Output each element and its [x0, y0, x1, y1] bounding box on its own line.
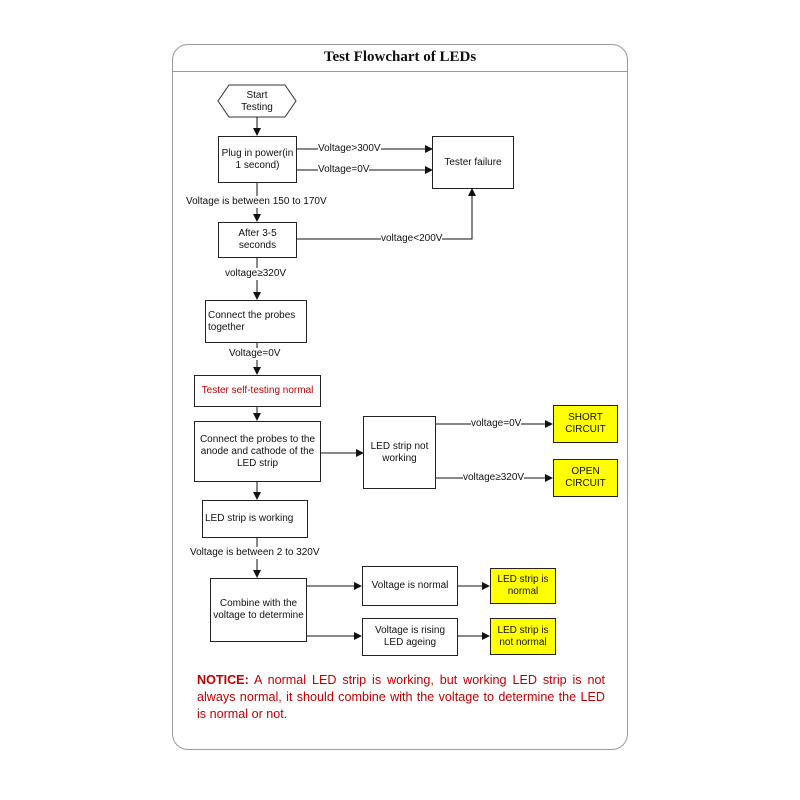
edge-label-gt300: Voltage>300V [318, 143, 381, 155]
title-bar: Test Flowchart of LEDs [172, 44, 628, 72]
edge-label-between2: Voltage is between 2 to 320V [190, 547, 320, 559]
working-node: LED strip is working [202, 500, 308, 538]
start-shape [217, 84, 297, 118]
tester-failure-label: Tester failure [444, 156, 502, 168]
notice-label: NOTICE: [197, 673, 249, 687]
notice-text: NOTICE: A normal LED strip is working, b… [197, 672, 605, 723]
edge-label-between150: Voltage is between 150 to 170V [186, 196, 327, 208]
edge-label-eq0-mid: Voltage=0V [229, 348, 281, 360]
led-normal-node: LED strip is normal [490, 568, 556, 604]
start-label: Start Testing [241, 89, 273, 113]
tester-failure-node: Tester failure [432, 136, 514, 189]
self-test-label: Tester self-testing normal [201, 385, 314, 396]
led-not-normal-node: LED strip is not normal [490, 618, 556, 655]
not-working-node: LED strip not working [363, 416, 436, 489]
self-test-node: Tester self-testing normal [194, 375, 321, 407]
working-label: LED strip is working [205, 513, 294, 524]
voltage-normal-label: Voltage is normal [371, 580, 449, 591]
not-working-label: LED strip not working [370, 440, 429, 464]
notice-body: A normal LED strip is working, but worki… [197, 673, 606, 721]
led-normal-label: LED strip is normal [497, 574, 549, 597]
short-circuit-node: SHORT CIRCUIT [553, 405, 618, 443]
page-title: Test Flowchart of LEDs [323, 49, 477, 65]
led-not-normal-label: LED strip is not normal [497, 624, 549, 648]
after-label: After 3-5 seconds [238, 228, 277, 251]
open-circuit-label: OPEN CIRCUIT [565, 466, 606, 489]
edge-label-ge320-top: voltage≥320V [225, 268, 287, 280]
edge-label-eq0-right: voltage=0V [471, 418, 522, 430]
connect-anode-label: Connect the probes to the anode and cath… [199, 433, 316, 469]
voltage-normal-node: Voltage is normal [362, 566, 458, 606]
combine-node: Combine with the voltage to determine [210, 578, 307, 642]
plug-in-label: Plug in power(in 1 second) [221, 147, 294, 171]
after-node: After 3-5 seconds [218, 222, 297, 258]
open-circuit-node: OPEN CIRCUIT [553, 459, 618, 497]
edge-label-ge320-right: voltage≥320V [463, 472, 525, 484]
start-node: Start Testing [228, 88, 286, 115]
edge-label-lt200: voltage<200V [381, 233, 443, 245]
connect-anode-node: Connect the probes to the anode and cath… [194, 421, 321, 482]
plug-in-node: Plug in power(in 1 second) [218, 136, 297, 183]
connect-together-node: Connect the probes together [205, 300, 307, 343]
voltage-rising-label: Voltage is rising LED ageing [374, 625, 446, 648]
connect-together-label: Connect the probes together [208, 309, 296, 333]
combine-label: Combine with the voltage to determine [213, 598, 304, 621]
edge-label-eq0-top: Voltage=0V [318, 164, 370, 176]
short-circuit-label: SHORT CIRCUIT [565, 412, 606, 435]
voltage-rising-node: Voltage is rising LED ageing [362, 618, 458, 656]
